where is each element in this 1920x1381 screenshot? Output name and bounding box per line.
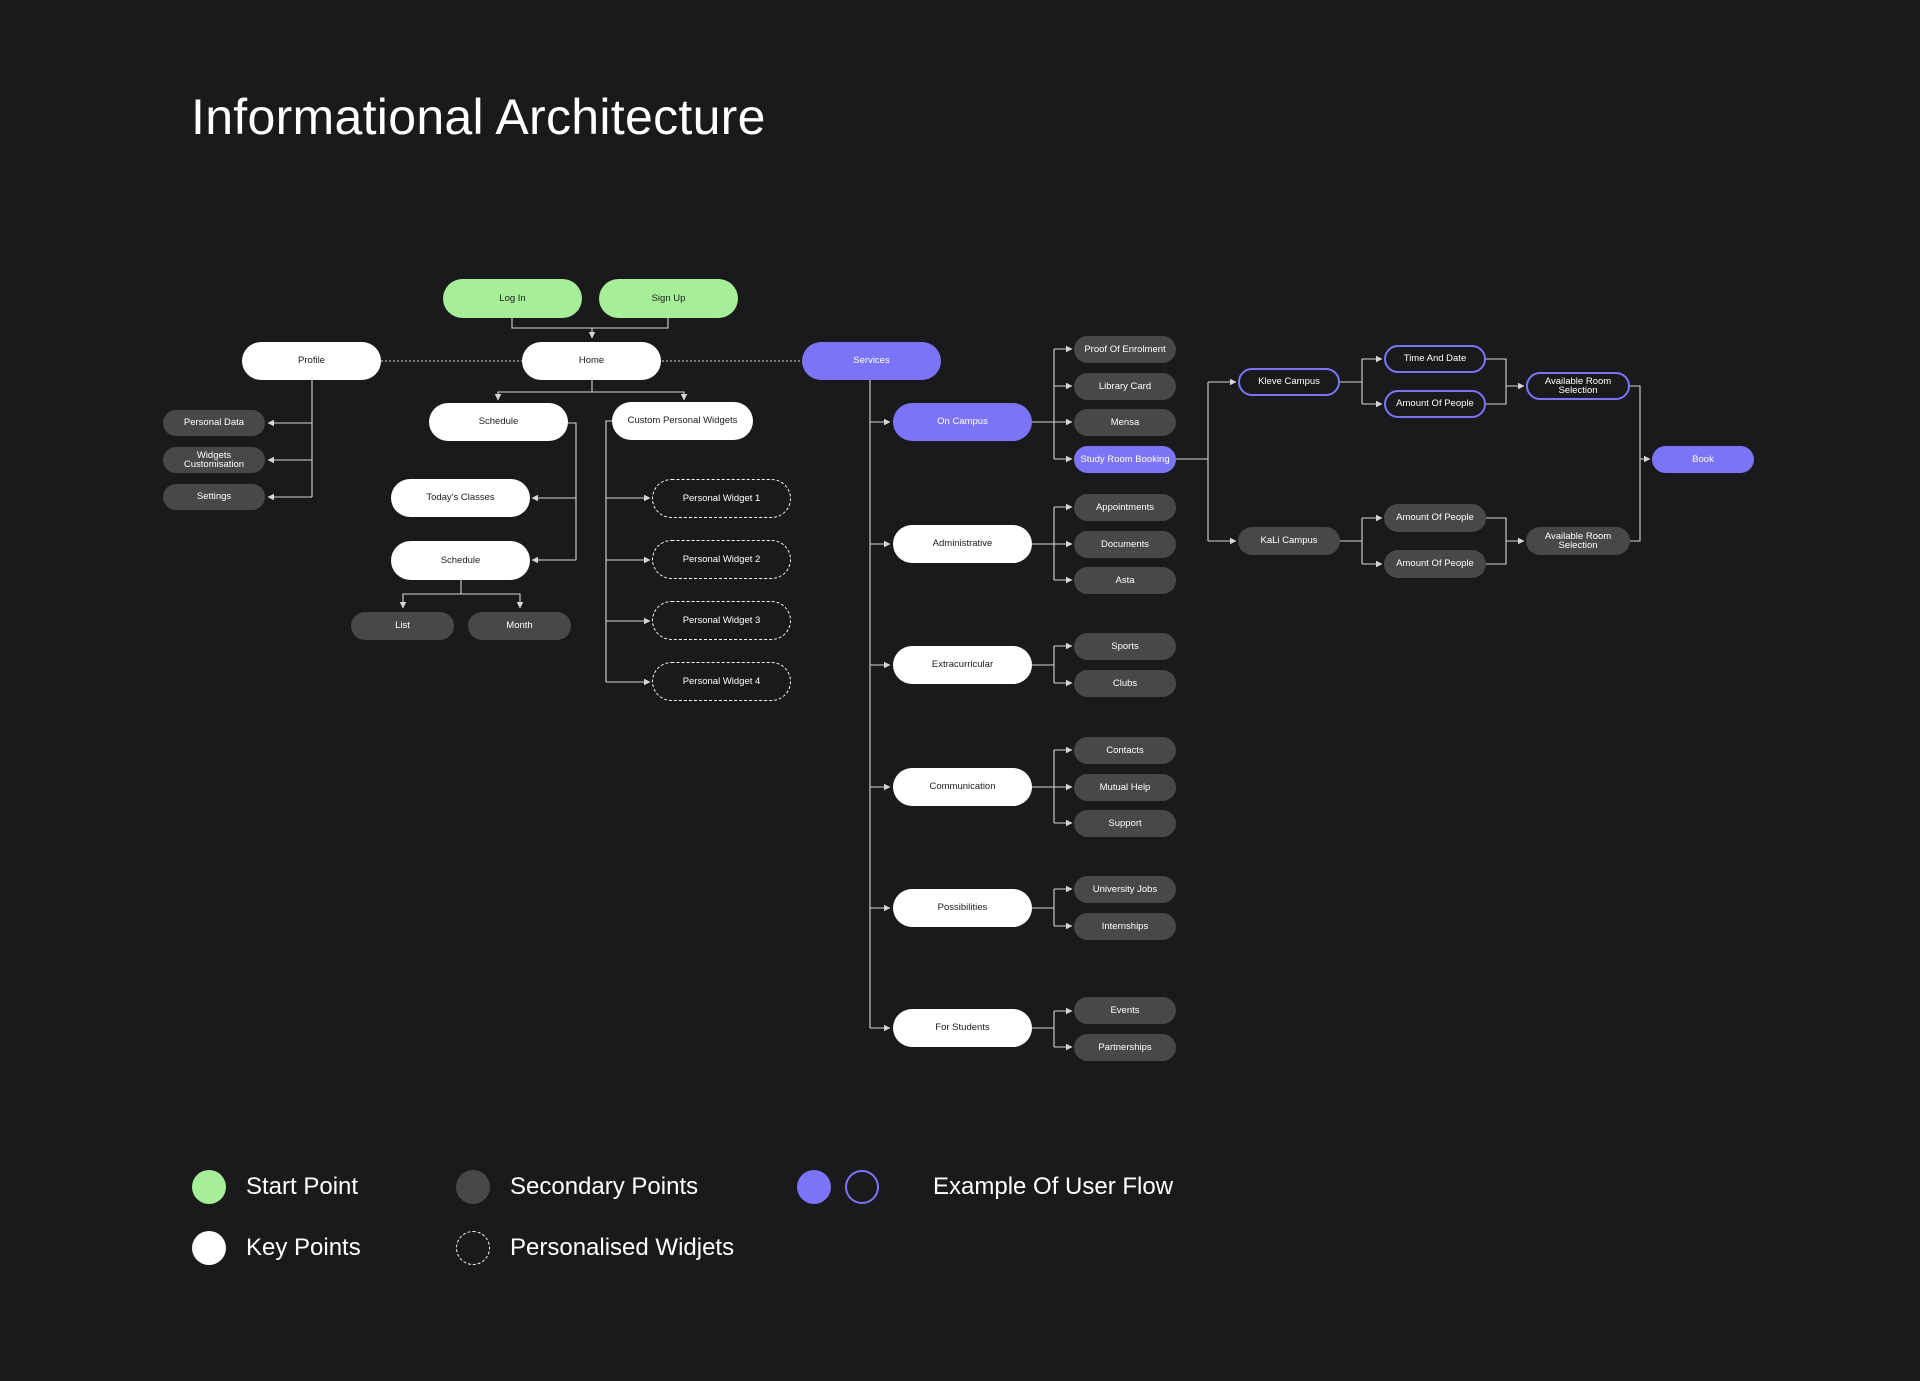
home-node[interactable]: Home [522,342,661,380]
legend-secondary-swatch [456,1170,490,1204]
widgets-customisation-node[interactable]: Widgets Customisation [163,447,265,473]
legend-personalised-widgets: Personalised Widjets [456,1231,734,1265]
legend-key-points: Key Points [192,1231,361,1265]
amount-of-people-1-node[interactable]: Amount Of People [1384,390,1486,418]
extracurricular-node[interactable]: Extracurricular [893,646,1032,684]
profile-node[interactable]: Profile [242,342,381,380]
personal-widget-4-node[interactable]: Personal Widget 4 [652,662,791,701]
legend-start-point: Start Point [192,1170,358,1204]
kali-campus-node[interactable]: KaLi Campus [1238,527,1340,555]
legend-key-label: Key Points [246,1234,361,1261]
personal-data-node[interactable]: Personal Data [163,410,265,436]
internships-node[interactable]: Internships [1074,913,1176,940]
login-node[interactable]: Log In [443,279,582,318]
possibilities-node[interactable]: Possibilities [893,889,1032,927]
todays-classes-node[interactable]: Today's Classes [391,479,530,517]
university-jobs-node[interactable]: University Jobs [1074,876,1176,903]
legend-personalised-swatch [456,1231,490,1265]
page-title: Informational Architecture [191,89,766,145]
schedule-node[interactable]: Schedule [429,403,568,441]
mutual-help-node[interactable]: Mutual Help [1074,774,1176,801]
legend-secondary-label: Secondary Points [510,1173,699,1200]
study-room-booking-node[interactable]: Study Room Booking [1074,446,1176,473]
available-room-selection-2-node[interactable]: Available Room Selection [1526,527,1630,555]
legend-secondary-points: Secondary Points [456,1170,698,1204]
signup-node[interactable]: Sign Up [599,279,738,318]
legend-user-flow: Example Of User Flow [797,1170,1173,1204]
legend-start-swatch [192,1170,226,1204]
month-node[interactable]: Month [468,612,571,640]
personal-widget-1-node[interactable]: Personal Widget 1 [652,479,791,518]
list-node[interactable]: List [351,612,454,640]
custom-widgets-node[interactable]: Custom Personal Widgets [612,402,753,440]
events-node[interactable]: Events [1074,997,1176,1024]
proof-of-enrolment-node[interactable]: Proof Of Enrolment [1074,336,1176,363]
mensa-node[interactable]: Mensa [1074,409,1176,436]
legend-key-swatch [192,1231,226,1265]
personal-widget-2-node[interactable]: Personal Widget 2 [652,540,791,579]
legend-personalised-label: Personalised Widjets [510,1234,735,1261]
clubs-node[interactable]: Clubs [1074,670,1176,697]
settings-node[interactable]: Settings [163,484,265,510]
sports-node[interactable]: Sports [1074,633,1176,660]
amount-of-people-2-node[interactable]: Amount Of People [1384,504,1486,532]
book-node[interactable]: Book [1652,446,1754,473]
legend-start-label: Start Point [246,1173,359,1200]
on-campus-node[interactable]: On Campus [893,403,1032,441]
contacts-node[interactable]: Contacts [1074,737,1176,764]
services-node[interactable]: Services [802,342,941,380]
personal-widget-3-node[interactable]: Personal Widget 3 [652,601,791,640]
communication-node[interactable]: Communication [893,768,1032,806]
time-and-date-node[interactable]: Time And Date [1384,345,1486,373]
partnerships-node[interactable]: Partnerships [1074,1034,1176,1061]
legend-flow-label: Example Of User Flow [933,1173,1174,1200]
support-node[interactable]: Support [1074,810,1176,837]
administrative-node[interactable]: Administrative [893,525,1032,563]
available-room-selection-1-node[interactable]: Available Room Selection [1526,372,1630,400]
library-card-node[interactable]: Library Card [1074,373,1176,400]
legend-flow-swatch [797,1170,831,1204]
schedule-sub-node[interactable]: Schedule [391,541,530,580]
asta-node[interactable]: Asta [1074,567,1176,594]
legend-flow-outline-swatch [845,1170,879,1204]
appointments-node[interactable]: Appointments [1074,494,1176,521]
documents-node[interactable]: Documents [1074,531,1176,558]
kleve-campus-node[interactable]: Kleve Campus [1238,368,1340,396]
for-students-node[interactable]: For Students [893,1009,1032,1047]
amount-of-people-3-node[interactable]: Amount Of People [1384,550,1486,578]
